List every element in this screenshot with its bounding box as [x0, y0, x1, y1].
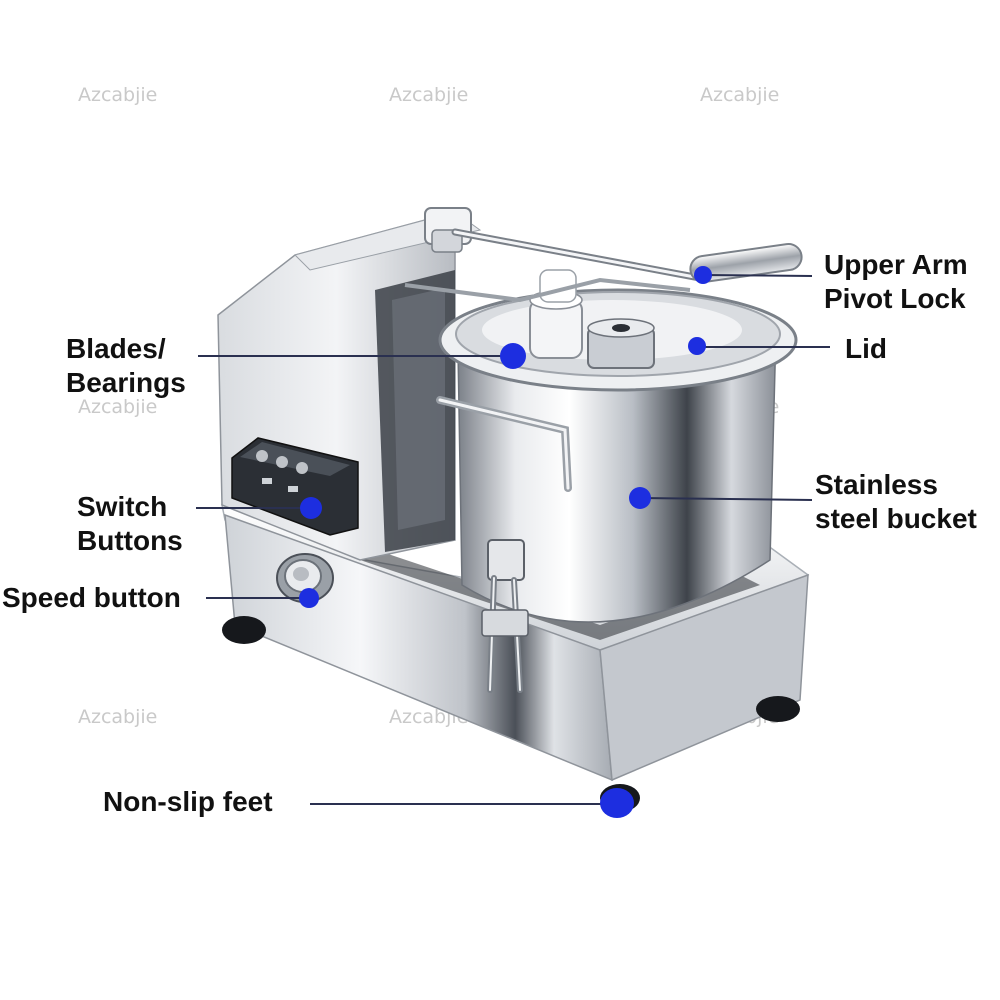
- label-upper-arm-pivot-lock: Upper Arm Pivot Lock: [824, 248, 968, 316]
- watermark: Azcabjie: [78, 396, 158, 418]
- watermark: Azcabjie: [78, 84, 158, 106]
- callout-dot-speed: [299, 588, 319, 608]
- callout-dot-bucket: [629, 487, 651, 509]
- label-speed-button: Speed button: [2, 581, 181, 615]
- label-blades-bearings: Blades/ Bearings: [66, 332, 186, 400]
- callout-dot-feet: [600, 788, 634, 818]
- watermark: Azcabjie: [78, 706, 158, 728]
- callout-line-bucket: [639, 497, 813, 501]
- label-switch-buttons: Switch Buttons: [77, 490, 183, 558]
- callout-dot-switch: [300, 497, 322, 519]
- label-stainless-steel-bucket: Stainless steel bucket: [815, 468, 977, 536]
- label-non-slip-feet: Non-slip feet: [103, 785, 273, 819]
- callout-dot-upper-arm: [694, 266, 712, 284]
- label-line: Switch: [77, 491, 168, 522]
- watermark: Azcabjie: [700, 84, 780, 106]
- label-line: steel bucket: [815, 503, 977, 534]
- label-line: Upper Arm: [824, 249, 968, 280]
- label-line: Bearings: [66, 367, 186, 398]
- callout-dot-blades: [500, 343, 526, 369]
- label-line: Lid: [845, 333, 887, 364]
- label-line: Speed button: [2, 582, 181, 613]
- label-line: Stainless: [815, 469, 938, 500]
- label-line: Blades/: [66, 333, 166, 364]
- callout-line-upper-arm: [702, 274, 813, 277]
- watermark: Azcabjie: [389, 84, 469, 106]
- label-line: Non-slip feet: [103, 786, 273, 817]
- label-line: Buttons: [77, 525, 183, 556]
- label-lid: Lid: [845, 332, 887, 366]
- callout-dot-lid: [688, 337, 706, 355]
- label-line: Pivot Lock: [824, 283, 966, 314]
